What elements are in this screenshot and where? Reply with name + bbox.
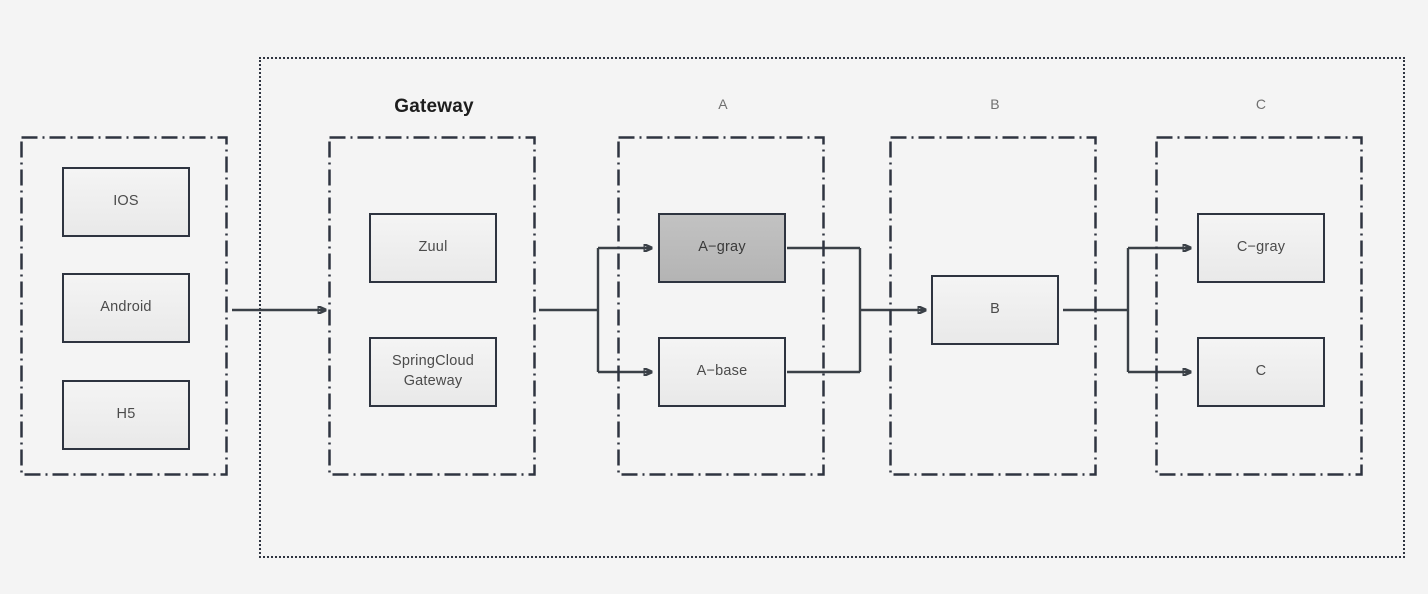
node-android[interactable]: Android <box>62 273 190 343</box>
node-ios[interactable]: IOS <box>62 167 190 237</box>
group-c-label: C <box>1255 96 1267 112</box>
group-service-c <box>1155 136 1365 478</box>
node-b[interactable]: B <box>931 275 1059 345</box>
node-c-gray-label: C−gray <box>1236 239 1286 256</box>
node-springcloud-gateway[interactable]: SpringCloud Gateway <box>369 337 497 407</box>
node-zuul[interactable]: Zuul <box>369 213 497 283</box>
node-zuul-label: Zuul <box>418 239 448 256</box>
node-springcloud-gateway-label: SpringCloud Gateway <box>392 352 474 391</box>
node-ios-label: IOS <box>113 193 139 210</box>
group-service-b <box>889 136 1099 478</box>
springcloud-line-2: Gateway <box>403 373 463 389</box>
group-b-label: B <box>990 96 1000 112</box>
node-c-label: C <box>1255 363 1267 380</box>
node-c-gray[interactable]: C−gray <box>1197 213 1325 283</box>
group-gateway <box>328 136 538 478</box>
node-b-label: B <box>990 301 1000 318</box>
node-c[interactable]: C <box>1197 337 1325 407</box>
group-a-label: A <box>718 96 728 112</box>
node-h5[interactable]: H5 <box>62 380 190 450</box>
node-a-gray-label: A−gray <box>698 239 746 256</box>
group-client <box>20 136 230 478</box>
node-android-label: Android <box>100 299 152 316</box>
node-a-base[interactable]: A−base <box>658 337 786 407</box>
node-h5-label: H5 <box>116 406 136 423</box>
system-boundary <box>259 57 1405 558</box>
springcloud-line-1: SpringCloud <box>392 353 474 370</box>
group-gateway-label: Gateway <box>394 96 474 117</box>
node-a-base-label: A−base <box>696 363 748 380</box>
node-a-gray[interactable]: A−gray <box>658 213 786 283</box>
group-service-a <box>617 136 827 478</box>
